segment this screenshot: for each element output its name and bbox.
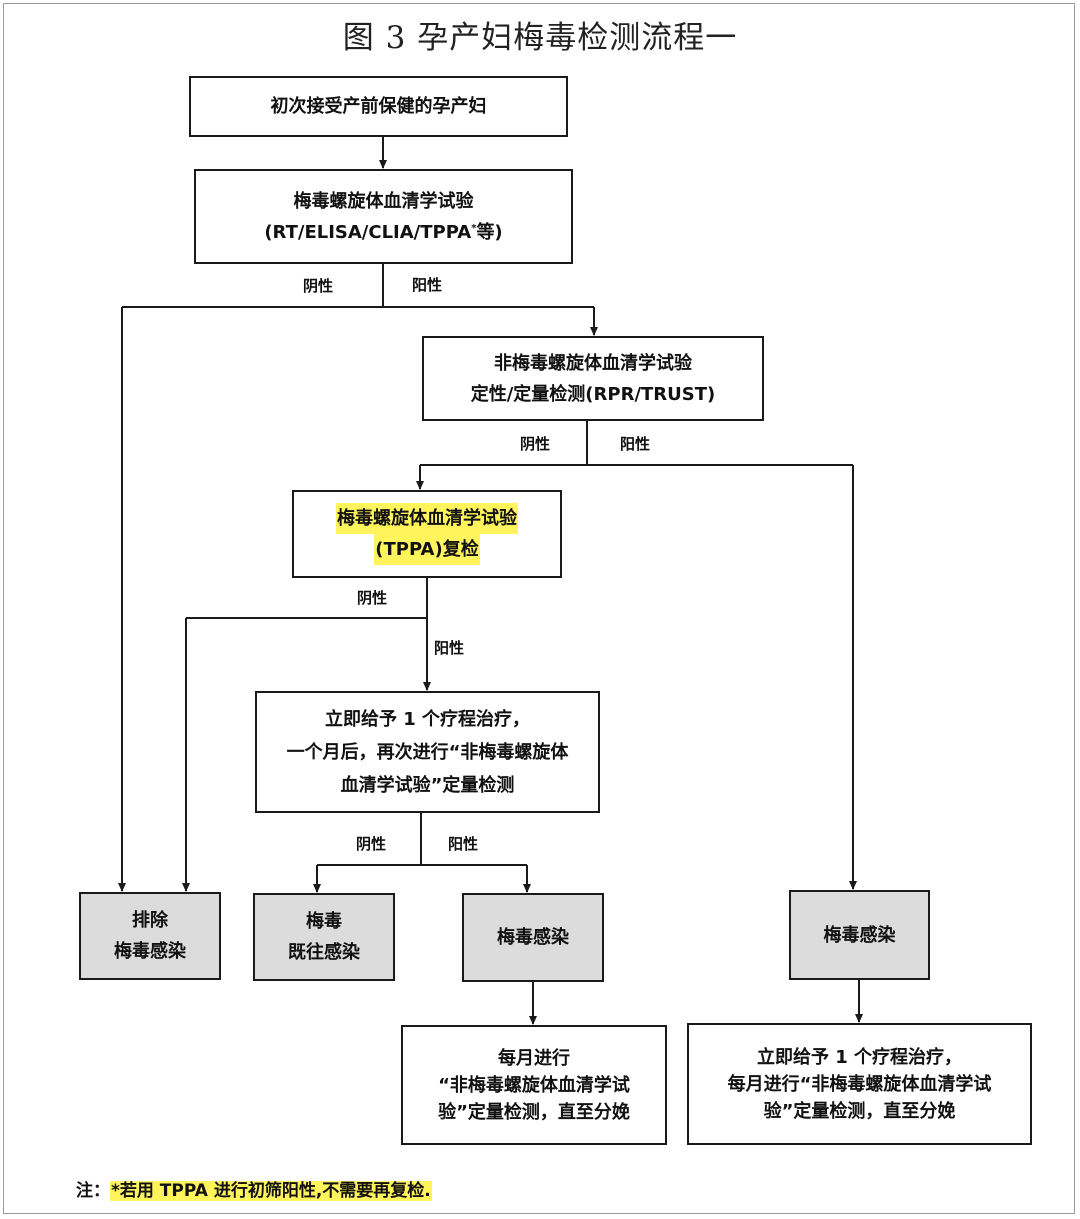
box-text: 每月进行“非梅毒螺旋体血清学试 — [727, 1073, 992, 1095]
box-non-treponemal-test: 非梅毒螺旋体血清学试验 定性/定量检测(RPR/TRUST) — [422, 336, 764, 421]
label-negative-2: 阴性 — [520, 435, 551, 453]
box-text: 验”定量检测，直至分娩 — [763, 1100, 956, 1122]
box-text: 一个月后，再次进行“非梅毒螺旋体 — [286, 741, 569, 763]
box-text: 梅毒感染 — [497, 927, 569, 948]
box-text: 每月进行 — [498, 1047, 570, 1069]
box-text: (RT/ELISA/CLIA/TPPA — [264, 221, 472, 243]
footnote-text: *若用 TPPA 进行初筛阳性,不需要再复检. — [110, 1181, 432, 1201]
box-treatment-retest: 立即给予 1 个疗程治疗， 一个月后，再次进行“非梅毒螺旋体 血清学试验”定量检… — [255, 691, 600, 813]
box-text: 梅毒 — [306, 911, 342, 932]
box-text: 等) — [476, 221, 503, 243]
page-frame — [3, 3, 1075, 1214]
box-text: 初次接受产前保健的孕产妇 — [270, 96, 487, 117]
box-text: 验”定量检测，直至分娩 — [438, 1101, 630, 1123]
box-text: 既往感染 — [288, 942, 360, 963]
box-text: 梅毒感染 — [823, 924, 896, 946]
label-negative-4: 阴性 — [356, 835, 387, 853]
label-positive-1: 阳性 — [412, 276, 443, 294]
box-text-highlighted: 梅毒螺旋体血清学试验 — [336, 503, 518, 534]
label-negative-1: 阴性 — [303, 277, 334, 295]
footnote: 注：*若用 TPPA 进行初筛阳性,不需要再复检. — [76, 1176, 432, 1201]
box-text: 定性/定量检测(RPR/TRUST) — [470, 383, 716, 405]
diagram-title: 图 3 孕产妇梅毒检测流程一 — [342, 20, 738, 56]
result-syphilis-infection-left: 梅毒感染 — [462, 893, 604, 982]
box-text: 立即给予 1 个疗程治疗， — [324, 708, 531, 730]
label-positive-2: 阳性 — [620, 435, 651, 453]
label-positive-4: 阳性 — [448, 835, 479, 853]
box-text: 梅毒螺旋体血清学试验 — [293, 190, 474, 212]
box-tppa-recheck: 梅毒螺旋体血清学试验 (TPPA)复检 — [292, 490, 562, 578]
footnote-prefix: 注： — [76, 1181, 110, 1201]
label-positive-3: 阳性 — [434, 639, 465, 657]
label-negative-3: 阴性 — [357, 589, 388, 607]
box-text: 非梅毒螺旋体血清学试验 — [494, 352, 692, 374]
box-text-highlighted: (TPPA)复检 — [374, 534, 480, 565]
result-exclude-syphilis: 排除 梅毒感染 — [79, 892, 221, 980]
box-text: 排除 — [132, 910, 168, 931]
box-text: 血清学试验”定量检测 — [340, 774, 515, 796]
box-text-line2: (RT/ELISA/CLIA/TPPA*等) — [264, 217, 502, 248]
box-text: 立即给予 1 个疗程治疗， — [756, 1046, 963, 1068]
result-past-infection: 梅毒 既往感染 — [253, 893, 395, 981]
box-text: 梅毒感染 — [114, 941, 186, 962]
superscript-mark: * — [471, 222, 477, 234]
box-initial-pregnant-women: 初次接受产前保健的孕产妇 — [189, 76, 568, 137]
box-treponemal-test: 梅毒螺旋体血清学试验 (RT/ELISA/CLIA/TPPA*等) — [194, 169, 573, 264]
result-syphilis-infection-right: 梅毒感染 — [789, 890, 930, 980]
box-treatment-monthly-test: 立即给予 1 个疗程治疗， 每月进行“非梅毒螺旋体血清学试 验”定量检测，直至分… — [687, 1023, 1032, 1145]
box-text: “非梅毒螺旋体血清学试 — [438, 1074, 630, 1096]
box-monthly-test: 每月进行 “非梅毒螺旋体血清学试 验”定量检测，直至分娩 — [401, 1025, 667, 1145]
